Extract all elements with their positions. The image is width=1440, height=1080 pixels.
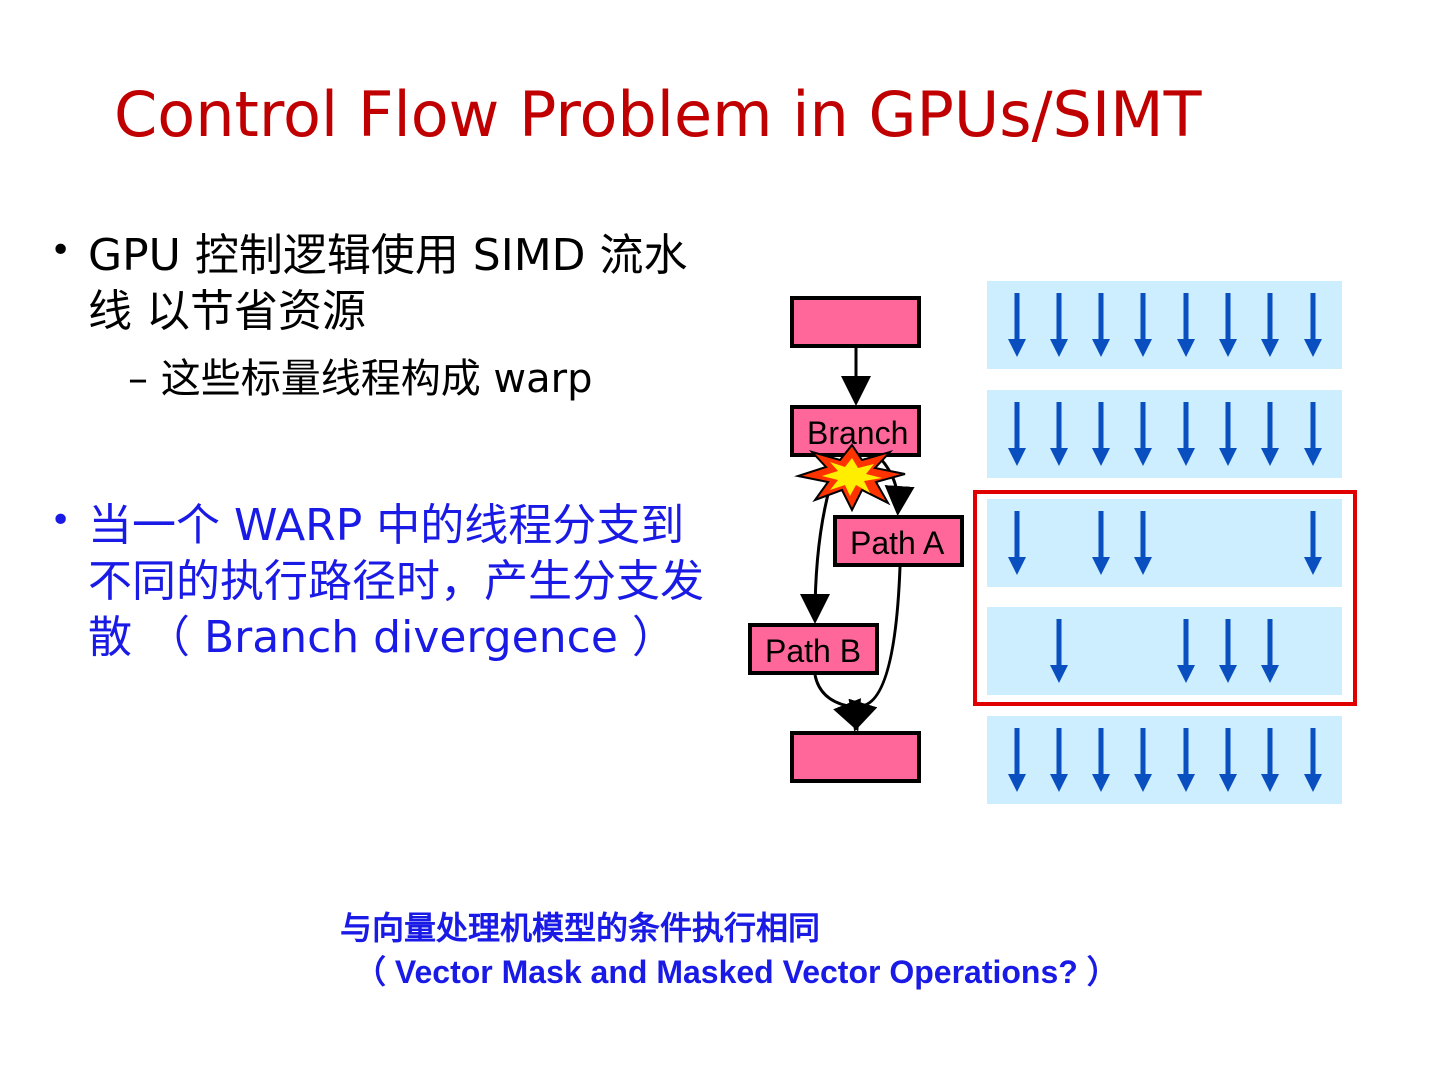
thread-arrow-head <box>1219 339 1237 357</box>
thread-arrow-head <box>1092 448 1110 466</box>
flow-node-path-b <box>748 623 879 675</box>
thread-arrow-head <box>1050 448 1068 466</box>
thread-arrow-head <box>1008 339 1026 357</box>
branch-label: Branch <box>807 415 908 451</box>
thread-arrow-head <box>1050 774 1068 792</box>
thread-arrow-head <box>1261 339 1279 357</box>
thread-arrow-head <box>1092 339 1110 357</box>
thread-arrow-head <box>1261 448 1279 466</box>
flow-node-branch <box>790 405 921 457</box>
thread-arrow-head <box>1134 339 1152 357</box>
warp-lanes <box>987 281 1342 804</box>
thread-arrow-head <box>1092 774 1110 792</box>
edge-path-b-end <box>813 674 862 732</box>
warp-row-1 <box>987 281 1342 369</box>
bullet-gpu-simd: GPU 控制逻辑使用 SIMD 流水线 以节省资源 <box>88 230 688 337</box>
thread-arrow-head <box>1134 774 1152 792</box>
thread-arrow-head <box>1134 448 1152 466</box>
warp-row-5 <box>987 716 1342 804</box>
bottom-note-line2: （ Vector Mask and Masked Vector Operatio… <box>354 954 1119 990</box>
thread-arrow-head <box>1261 665 1279 683</box>
thread-arrow-head <box>1219 665 1237 683</box>
thread-arrow-head <box>1219 448 1237 466</box>
warp-row-2 <box>987 390 1342 478</box>
bottom-note: 与向量处理机模型的条件执行相同 （ Vector Mask and Masked… <box>340 906 1119 994</box>
thread-arrow-head <box>1008 774 1026 792</box>
thread-arrow-head <box>1177 339 1195 357</box>
flow-node-end <box>790 731 921 783</box>
edge-branch-path-a <box>878 456 915 516</box>
thread-arrow-head <box>1050 339 1068 357</box>
warp-row-3 <box>987 499 1342 587</box>
bullet-marker: • <box>50 500 72 541</box>
divergence-highlight-box <box>973 490 1357 706</box>
thread-arrow-head <box>1304 339 1322 357</box>
warp-row-4 <box>987 607 1342 695</box>
thread-arrow-head <box>1050 665 1068 683</box>
bullet-branch-divergence: 当一个 WARP 中的线程分支到不同的执行路径时，产生分支发散 （ Branch… <box>88 500 704 663</box>
thread-arrow-head <box>1092 557 1110 575</box>
thread-arrow-head <box>1304 774 1322 792</box>
thread-arrow-head <box>1177 774 1195 792</box>
thread-arrow-head <box>1304 557 1322 575</box>
path-b-label: Path B <box>765 633 861 669</box>
slide-title: Control Flow Problem in GPUs/SIMT <box>114 78 1202 151</box>
path-a-label: Path A <box>850 525 945 561</box>
bullet-marker: • <box>50 230 72 271</box>
bottom-note-line1: 与向量处理机模型的条件执行相同 <box>340 910 821 946</box>
divergence-burst-icon <box>794 443 906 513</box>
thread-arrow-head <box>1134 557 1152 575</box>
thread-arrow-head <box>1261 774 1279 792</box>
sub-bullet-warp: – 这些标量线程构成 warp <box>128 356 593 402</box>
edge-path-a-end <box>848 566 902 732</box>
flow-node-path-a <box>833 515 964 567</box>
thread-arrow-head <box>1008 557 1026 575</box>
thread-arrow-head <box>1177 665 1195 683</box>
thread-arrow-head <box>1008 448 1026 466</box>
thread-arrow-head <box>1219 774 1237 792</box>
thread-arrow-head <box>1304 448 1322 466</box>
flow-node-start <box>790 296 921 348</box>
thread-arrow-head <box>1177 448 1195 466</box>
